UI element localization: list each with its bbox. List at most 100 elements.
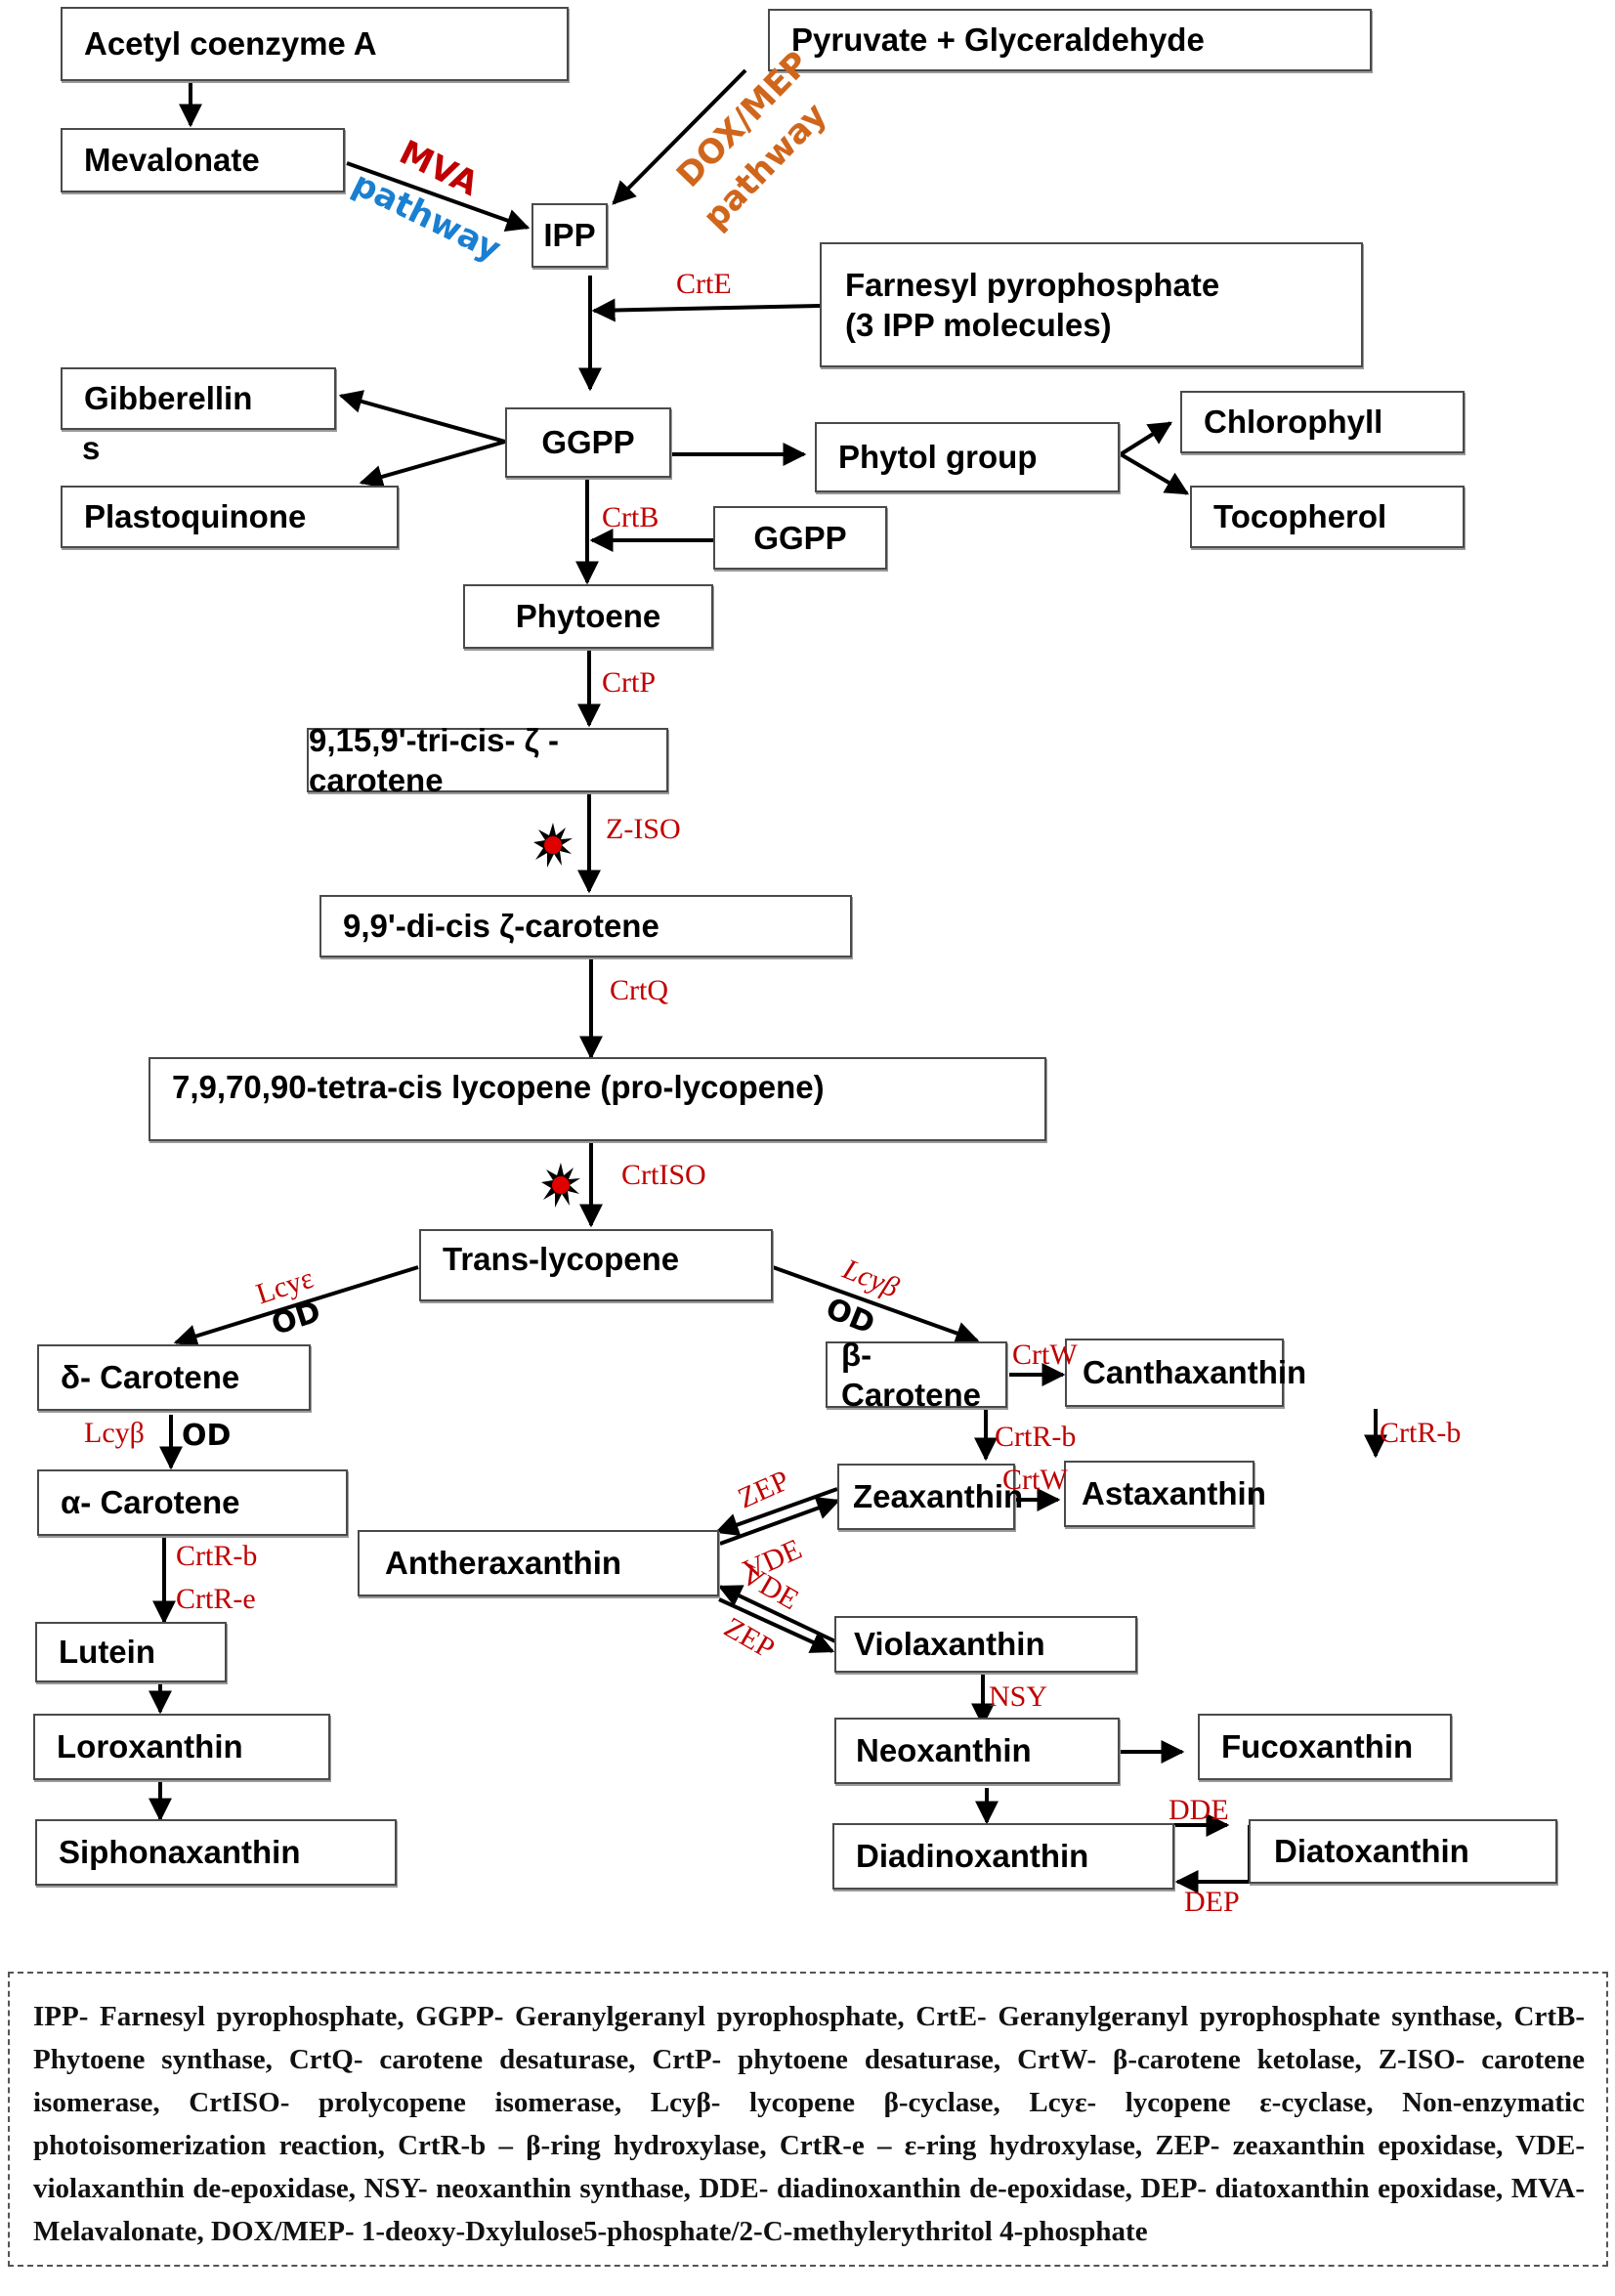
node-label: Chlorophyll — [1204, 404, 1383, 441]
node-label-line1: Farnesyl pyrophosphate — [845, 266, 1220, 303]
node-antheraxanthin: Antheraxanthin — [358, 1530, 719, 1596]
enzyme-crtw-1: CrtW — [1012, 1339, 1078, 1371]
photoisomerization-burst-icon — [533, 823, 573, 868]
node-label: Plastoquinone — [84, 498, 307, 535]
node-trans-lycopene: Trans-lycopene — [419, 1229, 773, 1301]
node-ggpp: GGPP — [505, 407, 671, 478]
node-neoxanthin: Neoxanthin — [834, 1718, 1120, 1784]
node-label: α- Carotene — [61, 1484, 240, 1521]
arrow-zeaxanthin-to-antheraxanthin-zep — [714, 1487, 838, 1537]
node-pyruvate-glyceraldehyde: Pyruvate + Glyceraldehyde — [768, 9, 1372, 71]
enzyme-crtr-b-cantha: CrtR-b — [1380, 1417, 1462, 1449]
enzyme-dep: DEP — [1184, 1886, 1240, 1918]
enzyme-crtr-b-alpha: CrtR-b — [176, 1540, 258, 1572]
node-label: Diadinoxanthin — [856, 1838, 1089, 1875]
enzyme-nsy: NSY — [989, 1680, 1048, 1713]
node-gibberellins: Gibberellin — [61, 367, 336, 430]
node-label: 7,9,70,90-tetra-cis lycopene (pro-lycope… — [172, 1069, 825, 1105]
node-label: Neoxanthin — [856, 1732, 1032, 1769]
node-violaxanthin: Violaxanthin — [834, 1616, 1137, 1673]
node-tri-cis-zeta-carotene: 9,15,9'-tri-cis- ζ -carotene — [307, 722, 668, 798]
node-label: Tocopherol — [1213, 498, 1387, 535]
node-beta-carotene: β- Carotene — [826, 1337, 1007, 1413]
node-di-cis-zeta-carotene: 9,9'-di-cis ζ-carotene — [319, 895, 852, 957]
arrow-antheraxanthin-to-violaxanthin-zep — [718, 1597, 835, 1653]
node-label: Loroxanthin — [57, 1728, 243, 1765]
node-ipp: IPP — [531, 203, 608, 268]
enzyme-crtp: CrtP — [602, 666, 657, 699]
node-siphonaxanthin: Siphonaxanthin — [35, 1819, 397, 1886]
photoisomerization-burst-icon — [541, 1163, 580, 1208]
node-label: 9,9'-di-cis ζ-carotene — [343, 908, 659, 945]
node-label: Gibberellin — [84, 380, 253, 417]
arrow-pyruvate-to-ipp — [612, 68, 747, 205]
node-fucoxanthin: Fucoxanthin — [1198, 1714, 1452, 1780]
node-label: Astaxanthin — [1082, 1475, 1266, 1512]
gibberellins-overflow-text: s — [82, 430, 101, 466]
arrow-ggpp-to-gibberellins — [338, 390, 506, 444]
arrow-ggpp-to-plastoquinone — [359, 440, 506, 489]
node-diadinoxanthin: Diadinoxanthin — [832, 1823, 1174, 1890]
node-label: Phytoene — [515, 598, 661, 635]
legend-text: IPP- Farnesyl pyrophosphate, GGPP- Geran… — [33, 2001, 1585, 2247]
node-label: Trans-lycopene — [443, 1241, 680, 1277]
od-label-middle: OD — [182, 1419, 232, 1453]
node-canthaxanthin: Canthaxanthin — [1065, 1339, 1306, 1407]
node-chlorophyll: Chlorophyll — [1180, 391, 1465, 453]
arrow-antheraxanthin-to-zeaxanthin-vde — [719, 1497, 841, 1546]
node-acetyl-coenzyme-a: Acetyl coenzyme A — [61, 7, 569, 81]
node-delta-carotene: δ- Carotene — [37, 1344, 311, 1411]
node-lutein: Lutein — [35, 1622, 227, 1682]
node-label: Diatoxanthin — [1274, 1833, 1469, 1870]
enzyme-z-iso: Z-ISO — [606, 813, 681, 845]
node-label: Mevalonate — [84, 142, 260, 179]
node-label: Canthaxanthin — [1083, 1354, 1307, 1391]
node-label: GGPP — [753, 519, 847, 556]
node-prolycopene: 7,9,70,90-tetra-cis lycopene (pro-lycope… — [149, 1057, 1046, 1141]
node-label: 9,15,9'-tri-cis- ζ -carotene — [309, 721, 559, 798]
enzyme-crtiso: CrtISO — [621, 1159, 706, 1191]
node-label: Antheraxanthin — [385, 1545, 622, 1582]
arrow-phytol-to-chlorophyll — [1119, 421, 1173, 456]
node-label: Siphonaxanthin — [59, 1834, 301, 1871]
enzyme-crtr-e-alpha: CrtR-e — [176, 1583, 256, 1615]
node-ggpp-secondary: GGPP — [713, 506, 887, 570]
node-label: Phytol group — [838, 439, 1038, 476]
node-label: β- Carotene — [841, 1336, 982, 1413]
enzyme-crtq: CrtQ — [610, 974, 668, 1006]
enzyme-crtr-b-beta: CrtR-b — [995, 1421, 1077, 1453]
node-label-line2: (3 IPP molecules) — [845, 307, 1112, 343]
enzyme-dde: DDE — [1169, 1794, 1229, 1826]
node-label: GGPP — [541, 424, 635, 461]
node-plastoquinone: Plastoquinone — [61, 486, 399, 548]
abbreviation-legend: IPP- Farnesyl pyrophosphate, GGPP- Geran… — [8, 1972, 1608, 2267]
arrow-phytol-to-tocopherol — [1119, 452, 1190, 495]
node-tocopherol: Tocopherol — [1190, 486, 1465, 548]
arrow-farnesyl-to-main — [591, 298, 821, 322]
node-label: Fucoxanthin — [1221, 1728, 1414, 1765]
node-astaxanthin: Astaxanthin — [1064, 1461, 1266, 1527]
node-label: Lutein — [59, 1634, 155, 1671]
arrow-trans-to-delta — [173, 1265, 419, 1348]
enzyme-crtw-2: CrtW — [1002, 1464, 1068, 1496]
node-phytol-group: Phytol group — [815, 422, 1120, 492]
node-label: Acetyl coenzyme A — [84, 25, 377, 63]
node-label: Zeaxanthin — [853, 1478, 1024, 1515]
node-label: δ- Carotene — [61, 1359, 240, 1396]
node-mevalonate: Mevalonate — [61, 128, 345, 192]
node-label: IPP — [543, 217, 596, 254]
enzyme-crtb: CrtB — [602, 501, 659, 533]
enzyme-crte: CrtE — [676, 268, 732, 300]
node-label: Violaxanthin — [854, 1626, 1045, 1663]
node-alpha-carotene: α- Carotene — [37, 1469, 348, 1536]
arrow-mevalonate-to-ipp — [346, 161, 531, 233]
node-zeaxanthin: Zeaxanthin — [837, 1464, 1023, 1530]
node-phytoene: Phytoene — [463, 584, 713, 649]
node-diatoxanthin: Diatoxanthin — [1249, 1819, 1557, 1884]
arrow-trans-to-beta — [772, 1265, 980, 1344]
node-loroxanthin: Loroxanthin — [33, 1714, 330, 1780]
node-label: Pyruvate + Glyceraldehyde — [791, 21, 1205, 59]
enzyme-lcy-beta-left: Lcyβ — [84, 1417, 145, 1449]
node-farnesyl-pyrophosphate: Farnesyl pyrophosphate (3 IPP molecules) — [820, 242, 1363, 367]
